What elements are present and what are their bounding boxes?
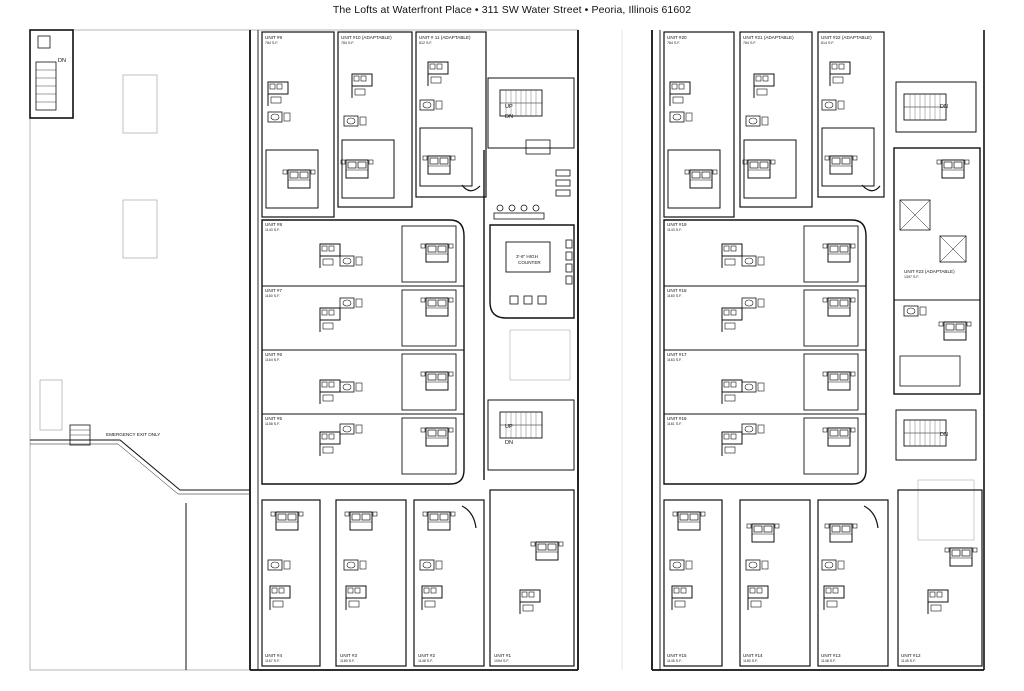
unit-13-name: UNIT #13 <box>821 653 841 658</box>
unit-4-name: UNIT #4 <box>265 653 282 658</box>
stair-up-label-2: UP <box>505 424 513 430</box>
left-unit-labels: UNIT #9 784 S.F. UNIT #10 (ADAPTABLE) 78… <box>58 35 541 663</box>
unit-7-area: 1160 S.F. <box>265 294 280 298</box>
unit-2-name: UNIT #2 <box>418 653 435 658</box>
unit-3-name: UNIT #3 <box>340 653 357 658</box>
unit-18-area: 1160 S.F. <box>667 294 682 298</box>
unit-11-name: UNIT # 11 (ADAPTABLE) <box>419 35 471 40</box>
unit-20-area: 784 S.F. <box>667 41 680 45</box>
unit-13-area: 1148 S.F. <box>821 659 836 663</box>
stair-dn-label-1: DN <box>58 58 66 64</box>
unit-19-area: 1143 S.F. <box>667 228 682 232</box>
unit-18-name: UNIT #18 <box>667 288 687 293</box>
unit-9-area: 784 S.F. <box>265 41 278 45</box>
unit-10-area: 784 S.F. <box>341 41 354 45</box>
unit-5-name: UNIT #5 <box>265 416 282 421</box>
unit-23-area: 1397 S.F. <box>904 275 919 279</box>
unit-22-name: UNIT #22 (ADAPTABLE) <box>821 35 872 40</box>
unit-1-name: UNIT #1 <box>494 653 511 658</box>
unit-22-area: 814 S.F. <box>821 41 834 45</box>
unit-9-name: UNIT #9 <box>265 35 282 40</box>
counter-note-line1: 3'-6" HIGH <box>516 254 538 259</box>
unit-14-area: 1180 S.F. <box>743 659 758 663</box>
right-unit-labels: UNIT #20 784 S.F. UNIT #21 (ADAPTABLE) 7… <box>667 35 955 663</box>
unit-8-area: 1143 S.F. <box>265 228 280 232</box>
left-floor-plan <box>29 29 579 671</box>
unit-11-area: 812 S.F. <box>419 41 432 45</box>
page-title: The Lofts at Waterfront Place • 311 SW W… <box>332 4 692 16</box>
unit-8-name: UNIT #8 <box>265 222 282 227</box>
unit-6-area: 1164 S.F. <box>265 358 280 362</box>
unit-12-name: UNIT #12 <box>901 653 921 658</box>
unit-17-name: UNIT #17 <box>667 352 687 357</box>
unit-15-name: UNIT #15 <box>667 653 687 658</box>
unit-1-area: 1094 S.F. <box>494 659 509 663</box>
counter-note-line2: COUNTER <box>518 260 541 265</box>
unit-21-name: UNIT #21 (ADAPTABLE) <box>743 35 794 40</box>
right-floor-plan <box>621 30 985 671</box>
unit-14-name: UNIT #14 <box>743 653 763 658</box>
unit-15-area: 1145 S.F. <box>667 659 682 663</box>
unit-16-name: UNIT #16 <box>667 416 687 421</box>
unit-12-area: 1145 S.F. <box>901 659 916 663</box>
unit-4-area: 1167 S.F. <box>265 659 280 663</box>
unit-21-area: 784 S.F. <box>743 41 756 45</box>
stair-dn-label-3: DN <box>505 440 513 446</box>
unit-10-name: UNIT #10 (ADAPTABLE) <box>341 35 392 40</box>
unit-16-area: 1161 S.F. <box>667 422 682 426</box>
emergency-exit-note: EMERGENCY EXIT ONLY <box>106 432 160 437</box>
unit-3-area: 1180 S.F. <box>340 659 355 663</box>
unit-20-name: UNIT #20 <box>667 35 687 40</box>
unit-23-name: UNIT #23 (ADAPTABLE) <box>904 269 955 274</box>
stair-up-label-1: UP <box>505 104 513 110</box>
stair-dn-label-right-1: DN <box>940 104 948 110</box>
stair-dn-label-2: DN <box>505 114 513 120</box>
right-furniture <box>669 61 978 615</box>
left-furniture <box>267 61 573 615</box>
unit-2-area: 1148 S.F. <box>418 659 433 663</box>
unit-17-area: 1163 S.F. <box>667 358 682 362</box>
unit-19-name: UNIT #19 <box>667 222 687 227</box>
unit-5-area: 1158 S.F. <box>265 422 280 426</box>
stair-dn-label-right-2: DN <box>940 432 948 438</box>
unit-6-name: UNIT #6 <box>265 352 282 357</box>
unit-7-name: UNIT #7 <box>265 288 282 293</box>
